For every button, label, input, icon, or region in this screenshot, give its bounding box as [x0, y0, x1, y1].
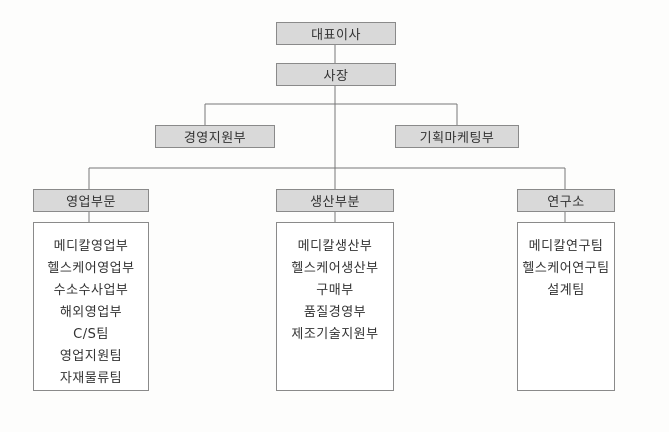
list-item: 메디칼영업부: [53, 239, 129, 254]
division-label: 영업부문: [66, 195, 116, 210]
list-item: 메디칼생산부: [297, 239, 373, 254]
division-box-research: 연구소: [517, 189, 615, 212]
list-item: 자재물류팀: [59, 371, 123, 386]
division-label: 생산부분: [310, 195, 360, 210]
list-item: 메디칼연구팀: [528, 239, 604, 254]
list-item: 수소수사업부: [53, 283, 129, 298]
list-item: 헬스케어생산부: [291, 261, 379, 276]
list-item: 설계팀: [547, 283, 585, 298]
list-item: 영업지원팀: [59, 349, 123, 364]
staff-label: 경영지원부: [183, 131, 247, 146]
ceo-label: 대표이사: [311, 28, 361, 43]
staff-label: 기획마케팅부: [419, 131, 495, 146]
president-box: 사장: [276, 63, 396, 86]
unit-list-sales: 메디칼영업부 헬스케어영업부 수소수사업부 해외영업부 C/S팀 영업지원팀 자…: [33, 222, 149, 391]
unit-list-research: 메디칼연구팀 헬스케어연구팀 설계팀: [517, 222, 615, 391]
list-item: 제조기술지원부: [291, 327, 379, 342]
list-item: 헬스케어영업부: [47, 261, 135, 276]
list-item: 구매부: [316, 283, 354, 298]
list-item: C/S팀: [73, 327, 109, 342]
staff-box-management-support: 경영지원부: [155, 125, 275, 148]
division-box-production: 생산부분: [276, 189, 394, 212]
list-item: 품질경영부: [303, 305, 367, 320]
president-label: 사장: [323, 69, 349, 84]
division-box-sales: 영업부문: [33, 189, 149, 212]
staff-box-planning-marketing: 기획마케팅부: [395, 125, 519, 148]
list-item: 헬스케어연구팀: [522, 261, 610, 276]
ceo-box: 대표이사: [276, 22, 396, 45]
division-label: 연구소: [547, 195, 585, 210]
unit-list-production: 메디칼생산부 헬스케어생산부 구매부 품질경영부 제조기술지원부: [276, 222, 394, 391]
list-item: 해외영업부: [59, 305, 123, 320]
